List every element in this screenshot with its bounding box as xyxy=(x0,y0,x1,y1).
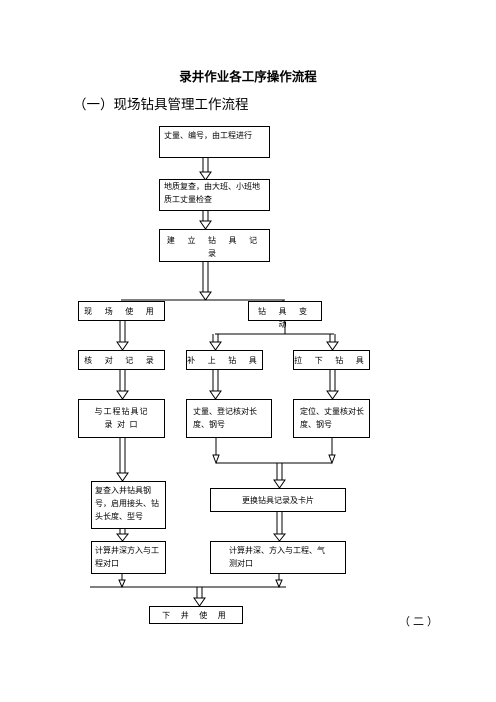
node-remove-detail: 定位、丈量核对长度、钢号 xyxy=(293,399,370,438)
arrow-recheck-calc xyxy=(115,529,130,542)
node-add-detail: 丈量、登记核对长度、钢号 xyxy=(186,399,272,438)
node-check-record: 核 对 记 录 xyxy=(78,350,165,370)
arrow-to-add xyxy=(209,334,222,351)
arrow-card-calc xyxy=(272,512,287,542)
node-update-card: 更换钻具记录及卡片 xyxy=(210,488,346,512)
node-add: 补 上 钻 具 xyxy=(186,350,263,370)
arrow-to-down-use xyxy=(193,587,206,607)
node-down-use: 下 井 使 用 xyxy=(149,606,243,624)
arrow-remove-detail xyxy=(326,370,339,400)
arrow-measure-recheck xyxy=(199,158,212,181)
node-calc-left: 计算井深方入与工程对口 xyxy=(91,541,166,574)
arrow-remove-merge xyxy=(328,438,336,465)
arrow-merge-card xyxy=(273,463,286,489)
node-eng-check: 与工程钻具记 录 对 口 xyxy=(78,399,165,438)
node-recheck: 地质复查，由大班、小班地质工丈量检查 xyxy=(159,179,270,211)
arrow-calc-right-bottom xyxy=(275,574,283,589)
arrow-check-eng xyxy=(116,370,129,400)
arrow-to-remove xyxy=(326,334,339,351)
node-site-use: 现 场 使 用 xyxy=(78,301,165,321)
arrow-establish-split xyxy=(199,262,212,301)
section-subtitle: （一）现场钻具管理工作流程 xyxy=(73,97,249,113)
arrow-add-detail xyxy=(209,370,222,400)
arrow-eng-recheck xyxy=(116,438,129,482)
page-footer-number: （二） xyxy=(399,615,441,628)
arrow-add-merge xyxy=(212,438,220,465)
node-change: 钻 具 变 动 xyxy=(248,301,322,329)
arrow-calc-left-bottom xyxy=(118,574,126,589)
node-calc-right: 计算井深、方入与工程、气测对口 xyxy=(210,541,346,574)
page-title: 录井作业各工序操作流程 xyxy=(179,69,317,84)
node-recheck-steel: 复查入井钻具钢号，启用接头、钻头长度、型号 xyxy=(91,481,166,529)
node-measure: 丈量、编号，由工程进行 xyxy=(159,126,270,158)
arrow-site-check xyxy=(116,321,129,351)
node-remove: 拉 下 钻 具 xyxy=(293,350,370,370)
node-establish: 建 立 钻 具 记 录 xyxy=(159,229,270,262)
arrow-recheck-establish xyxy=(199,211,212,230)
